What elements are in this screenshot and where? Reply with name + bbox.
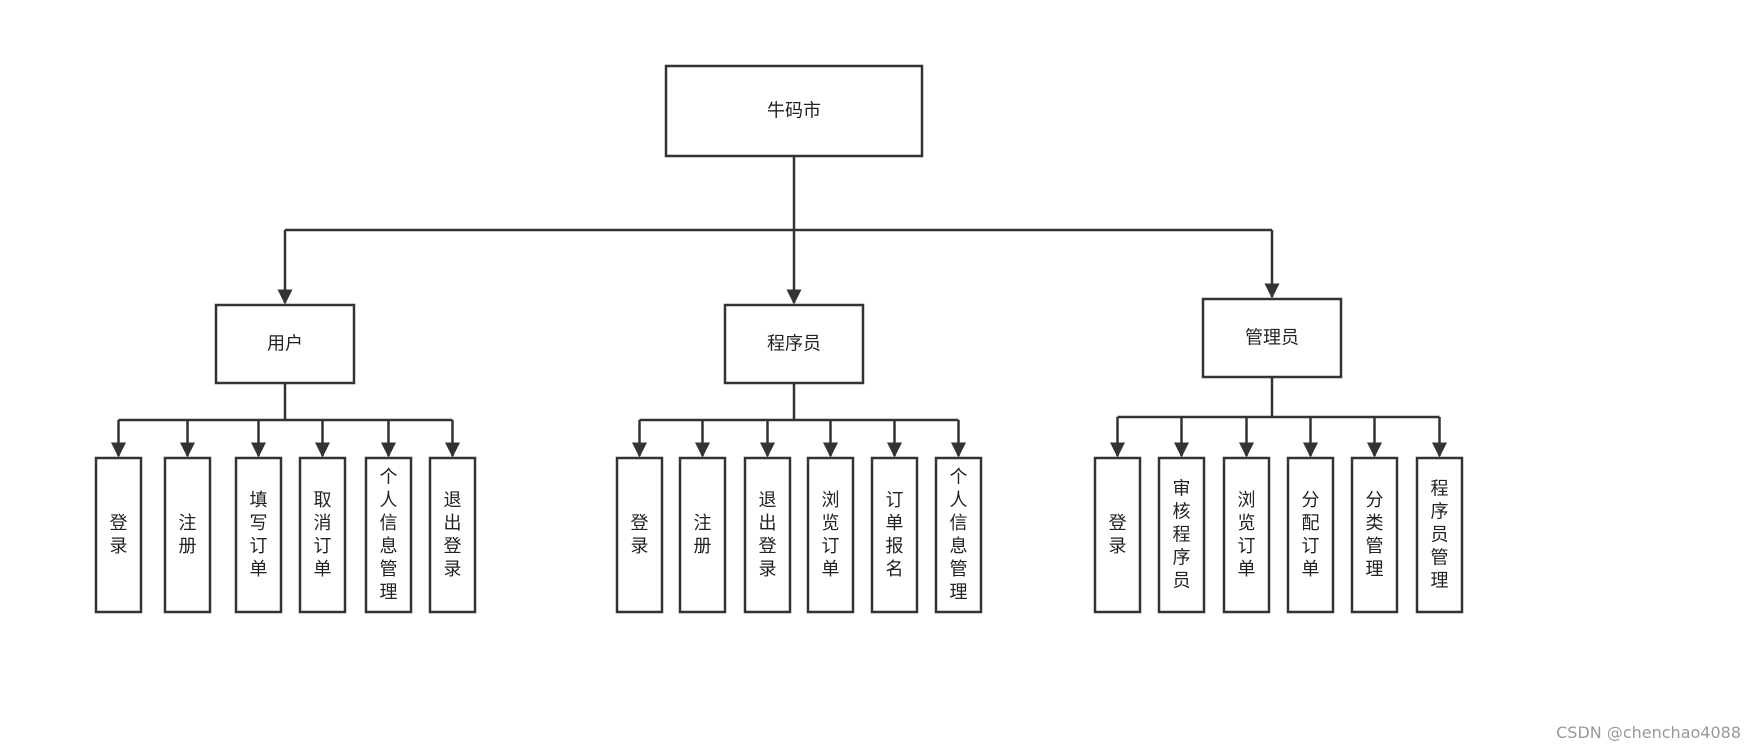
child-node: 注册 — [163, 456, 212, 614]
child-box — [1286, 456, 1335, 614]
child-box — [1415, 456, 1464, 614]
root-node: 牛码市 — [664, 64, 924, 158]
group-node: 管理员 — [1201, 297, 1343, 379]
connectors — [111, 156, 1447, 458]
child-node: 分类管理 — [1350, 456, 1399, 614]
child-node: 退出登录 — [428, 456, 477, 614]
child-box — [364, 456, 413, 614]
child-box — [806, 456, 855, 614]
child-label: 个人信息管理 — [380, 467, 398, 603]
child-box — [234, 456, 283, 614]
group-node: 用户 — [214, 303, 356, 385]
child-label: 分类管理 — [1366, 490, 1384, 580]
child-node: 订单报名 — [870, 456, 919, 614]
group-box — [723, 303, 865, 385]
child-box — [298, 456, 347, 614]
child-box — [428, 456, 477, 614]
group-box — [214, 303, 356, 385]
child-node: 登录 — [615, 456, 664, 614]
child-node: 程序员管理 — [1415, 456, 1464, 614]
child-box — [1350, 456, 1399, 614]
group-node: 程序员 — [723, 303, 865, 385]
child-node: 退出登录 — [743, 456, 792, 614]
child-label: 登录 — [110, 513, 128, 557]
child-label: 个人信息管理 — [950, 467, 968, 603]
child-label: 取消订单 — [314, 490, 332, 580]
child-node: 登录 — [94, 456, 143, 614]
child-node: 填写订单 — [234, 456, 283, 614]
child-label: 登录 — [1109, 513, 1127, 557]
child-box — [94, 456, 143, 614]
child-node: 分配订单 — [1286, 456, 1335, 614]
child-box — [163, 456, 212, 614]
child-node: 取消订单 — [298, 456, 347, 614]
child-node: 浏览订单 — [1222, 456, 1271, 614]
group-box — [1201, 297, 1343, 379]
child-label: 程序员管理 — [1431, 479, 1449, 592]
group-label: 程序员 — [767, 334, 821, 355]
child-label: 审核程序员 — [1173, 479, 1191, 592]
child-node: 登录 — [1093, 456, 1142, 614]
child-node: 个人信息管理 — [364, 456, 413, 614]
child-node: 个人信息管理 — [934, 456, 983, 614]
root-box — [664, 64, 924, 158]
child-node: 注册 — [678, 456, 727, 614]
group-label: 用户 — [267, 334, 303, 355]
child-box — [1157, 456, 1206, 614]
group-label: 管理员 — [1245, 328, 1299, 349]
child-box — [678, 456, 727, 614]
child-box — [934, 456, 983, 614]
child-box — [615, 456, 664, 614]
child-label: 浏览订单 — [822, 490, 840, 580]
child-box — [870, 456, 919, 614]
child-label: 填写订单 — [250, 490, 268, 580]
child-label: 分配订单 — [1302, 490, 1320, 580]
root-label: 牛码市 — [767, 101, 821, 122]
child-label: 登录 — [631, 513, 649, 557]
child-box — [743, 456, 792, 614]
child-node: 审核程序员 — [1157, 456, 1206, 614]
watermark: CSDN @chenchao4088 — [1556, 723, 1741, 742]
child-label: 注册 — [694, 513, 712, 557]
child-label: 注册 — [179, 513, 197, 557]
child-label: 退出登录 — [759, 490, 777, 580]
child-label: 浏览订单 — [1238, 490, 1256, 580]
child-node: 浏览订单 — [806, 456, 855, 614]
child-label: 退出登录 — [444, 490, 462, 580]
child-box — [1222, 456, 1271, 614]
child-label: 订单报名 — [886, 490, 904, 580]
child-box — [1093, 456, 1142, 614]
